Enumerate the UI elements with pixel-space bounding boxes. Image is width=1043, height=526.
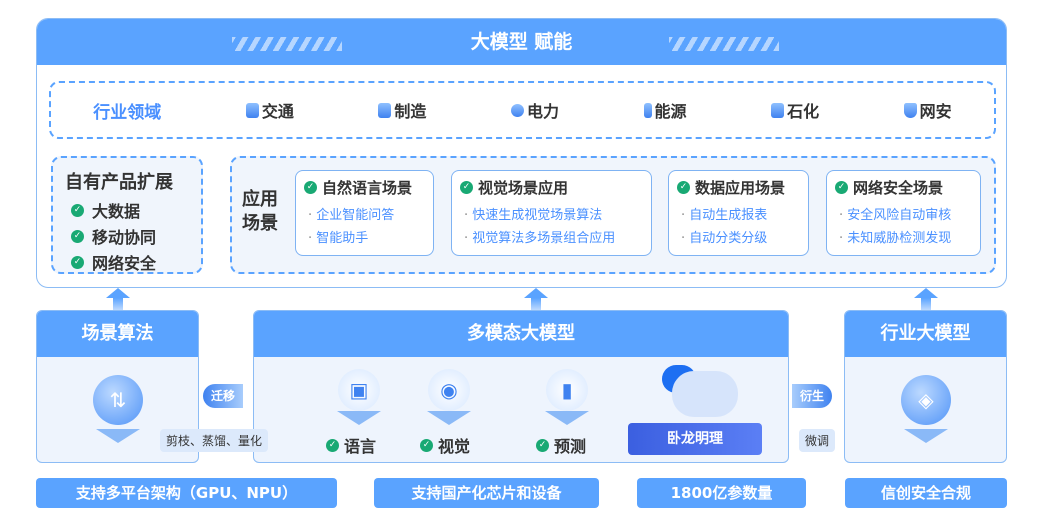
chevron-down-icon bbox=[96, 429, 140, 443]
cloud-icon bbox=[672, 371, 738, 417]
check-icon: ✓ bbox=[420, 438, 433, 452]
card-title: 自然语言场景 bbox=[322, 179, 413, 197]
cube-icon: ◈ bbox=[901, 375, 951, 425]
scene-card: ✓ 视觉场景应用 快速生成视觉场景算法 视觉算法多场景组合应用 bbox=[451, 170, 652, 256]
card-item: 视觉算法多场景组合应用 bbox=[464, 227, 643, 246]
eye-icon: ◉ bbox=[428, 369, 470, 411]
chevron-down-icon bbox=[545, 411, 589, 425]
check-icon: ✓ bbox=[71, 203, 84, 217]
arrow-up-icon bbox=[914, 288, 938, 312]
arrow-up-icon bbox=[524, 288, 548, 312]
industry-item: 网安 bbox=[903, 98, 952, 122]
scene-algo-title: 场景算法 bbox=[37, 311, 198, 357]
check-icon: ✓ bbox=[71, 255, 84, 269]
card-item: 自动生成报表 bbox=[681, 204, 800, 223]
scene-card: ✓ 自然语言场景 企业智能问答 智能助手 bbox=[295, 170, 434, 256]
battery-icon bbox=[643, 102, 652, 118]
item-label: 移动协同 bbox=[92, 228, 157, 247]
own-products: 自有产品扩展 ✓ 大数据 ✓ 移动协同 ✓ 网络安全 bbox=[51, 156, 203, 274]
card-item: 智能助手 bbox=[308, 227, 425, 246]
industry-label-text: 电力 bbox=[526, 102, 559, 121]
lightning-icon bbox=[510, 103, 524, 117]
decor-stripes bbox=[232, 37, 342, 51]
capability-item: ✓ 预测 bbox=[536, 433, 586, 457]
capability-item: ✓ 语言 bbox=[326, 433, 376, 457]
industry-label-text: 网安 bbox=[919, 102, 952, 121]
industry-item: 交通 bbox=[245, 98, 294, 122]
chat-icon: ▣ bbox=[338, 369, 380, 411]
multimodal-title: 多模态大模型 bbox=[254, 311, 788, 357]
multimodal-box: 多模态大模型 ▣ ◉ ▮ ✓ 语言 ✓ 视觉 ✓ 预测 卧龙明理 bbox=[253, 310, 789, 463]
transfer-arrow: 迁移 bbox=[203, 384, 244, 408]
check-icon: ✓ bbox=[835, 181, 848, 194]
scene-algo-tag: 剪枝、蒸馏、量化 bbox=[160, 429, 269, 452]
own-product-item: ✓ 大数据 bbox=[71, 198, 201, 222]
road-icon bbox=[245, 102, 259, 118]
capability-item: ✓ 视觉 bbox=[420, 433, 470, 457]
capability-label: 视觉 bbox=[438, 437, 471, 456]
card-item: 企业智能问答 bbox=[308, 204, 425, 223]
scene-algo-box: 场景算法 ⇅ bbox=[36, 310, 199, 463]
own-product-item: ✓ 网络安全 bbox=[71, 250, 201, 274]
derive-arrow: 衍生 bbox=[792, 384, 833, 408]
industry-model-title: 行业大模型 bbox=[845, 311, 1006, 357]
capability-label: 语言 bbox=[344, 437, 377, 456]
footer-pill: 支持国产化芯片和设备 bbox=[374, 478, 599, 508]
item-label: 网络安全 bbox=[92, 254, 157, 273]
check-icon: ✓ bbox=[460, 181, 473, 194]
own-product-item: ✓ 移动协同 bbox=[71, 224, 201, 248]
decor-stripes bbox=[669, 37, 779, 51]
check-icon: ✓ bbox=[71, 229, 84, 243]
card-title: 视觉场景应用 bbox=[478, 179, 569, 197]
item-label: 大数据 bbox=[92, 202, 141, 221]
industry-label-text: 交通 bbox=[261, 102, 294, 121]
check-icon: ✓ bbox=[536, 438, 549, 452]
chevron-down-icon bbox=[904, 429, 948, 443]
scene-card: ✓ 数据应用场景 自动生成报表 自动分类分级 bbox=[668, 170, 809, 256]
bar-chart-icon: ▮ bbox=[546, 369, 588, 411]
fuel-pump-icon bbox=[771, 102, 785, 118]
arrow-up-icon bbox=[106, 288, 130, 312]
panel-title: 大模型 赋能 bbox=[37, 19, 1006, 65]
industry-label-text: 制造 bbox=[394, 102, 427, 121]
card-item: 安全风险自动审核 bbox=[839, 204, 972, 223]
industry-model-box: 行业大模型 ◈ bbox=[844, 310, 1007, 463]
card-item: 自动分类分级 bbox=[681, 227, 800, 246]
card-title: 数据应用场景 bbox=[695, 179, 786, 197]
own-products-title: 自有产品扩展 bbox=[65, 172, 173, 193]
footer-pill: 1800亿参数量 bbox=[637, 478, 806, 508]
industry-row: 行业领域 交通 制造 电力 能源 石化 网安 bbox=[49, 81, 996, 139]
robot-arm-icon bbox=[378, 102, 392, 118]
capability-label: 预测 bbox=[554, 437, 587, 456]
transfer-icon: ⇅ bbox=[93, 375, 143, 425]
industry-model-tag: 微调 bbox=[799, 429, 836, 452]
check-icon: ✓ bbox=[677, 181, 690, 194]
chevron-down-icon bbox=[427, 411, 471, 425]
application-scenes: 应用场景 ✓ 自然语言场景 企业智能问答 智能助手 ✓ 视觉场景应用 快速生成视觉场… bbox=[230, 156, 996, 274]
footer-pill: 支持多平台架构（GPU、NPU） bbox=[36, 478, 337, 508]
industry-label: 行业领域 bbox=[93, 102, 162, 123]
brand-badge: 卧龙明理 bbox=[628, 423, 762, 455]
check-icon: ✓ bbox=[326, 438, 339, 452]
chevron-down-icon bbox=[337, 411, 381, 425]
empowerment-panel: 大模型 赋能 行业领域 交通 制造 电力 能源 石化 网安 自有产品扩展 ✓ 大数… bbox=[36, 18, 1007, 288]
industry-item: 石化 bbox=[771, 98, 819, 122]
app-label: 应用场景 bbox=[242, 189, 278, 234]
check-icon: ✓ bbox=[304, 181, 317, 194]
footer-pill: 信创安全合规 bbox=[845, 478, 1007, 508]
industry-label-text: 石化 bbox=[787, 102, 820, 121]
shield-check-icon bbox=[903, 102, 917, 118]
industry-item: 能源 bbox=[643, 98, 687, 122]
industry-item: 制造 bbox=[378, 98, 426, 122]
industry-item: 电力 bbox=[510, 98, 559, 122]
scene-card: ✓ 网络安全场景 安全风险自动审核 未知威胁检测发现 bbox=[826, 170, 981, 256]
card-item: 快速生成视觉场景算法 bbox=[464, 204, 643, 223]
card-title: 网络安全场景 bbox=[853, 179, 944, 197]
industry-label-text: 能源 bbox=[654, 102, 687, 121]
card-item: 未知威胁检测发现 bbox=[839, 227, 972, 246]
